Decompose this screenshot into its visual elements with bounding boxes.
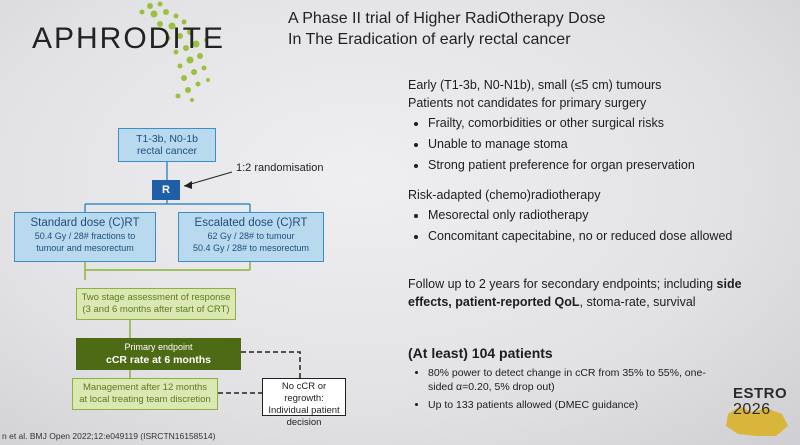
- randomisation-r-box: R: [152, 180, 180, 200]
- eligibility-item: Strong patient preference for organ pres…: [428, 156, 788, 174]
- estro-logo: ESTRO 2026: [733, 386, 787, 418]
- escalated-dose-line-2: 50.4 Gy / 28# to mesorectum: [192, 243, 310, 253]
- sample-size-list: 80% power to detect change in cCR from 3…: [408, 366, 728, 412]
- follow-up-text-a: Follow up to 2 years for secondary endpo…: [408, 277, 717, 291]
- escalated-dose-title: Escalated dose (C)RT: [194, 217, 308, 229]
- title-line-2: In The Eradication of early rectal cance…: [288, 31, 571, 48]
- aphrodite-dots-logo-graphic: [139, 1, 210, 102]
- eligibility-list: Frailty, comorbidities or other surgical…: [408, 114, 788, 174]
- slide-title: A Phase II trial of Higher RadiOtherapy …: [288, 8, 606, 50]
- eligibility-item: Unable to manage stoma: [428, 135, 788, 153]
- sample-size-item: 80% power to detect change in cCR from 3…: [428, 366, 728, 394]
- primary-endpoint-label: Primary endpoint: [124, 342, 193, 352]
- standard-dose-title: Standard dose (C)RT: [30, 217, 140, 229]
- estro-logo-graphic: [726, 406, 788, 436]
- title-line-1: A Phase II trial of Higher RadiOtherapy …: [288, 10, 606, 27]
- standard-dose-line-2: tumour and mesorectum: [36, 243, 134, 253]
- escalated-dose-box: Escalated dose (C)RT 62 Gy / 28# to tumo…: [178, 212, 324, 262]
- assessment-box: Two stage assessment of response (3 and …: [76, 288, 236, 320]
- eligibility-head-1: Early (T1-3b, N0-N1b), small (≤5 cm) tum…: [408, 78, 662, 92]
- eligibility-block: Early (T1-3b, N0-N1b), small (≤5 cm) tum…: [408, 76, 788, 174]
- population-box: T1-3b, N0-1b rectal cancer: [118, 128, 216, 162]
- primary-endpoint-value: cCR rate at 6 months: [105, 354, 212, 366]
- eligibility-head-2: Patients not candidates for primary surg…: [408, 96, 647, 110]
- standard-dose-line-1: 50.4 Gy / 28# fractions to: [34, 231, 136, 241]
- standard-dose-box: Standard dose (C)RT 50.4 Gy / 28# fracti…: [14, 212, 156, 262]
- reference-citation: n et al. BMJ Open 2022;12:e049119 (ISRCT…: [2, 431, 216, 441]
- estro-logo-line-1: ESTRO: [733, 385, 788, 402]
- follow-up-text-b: side effects, patient-reported QoL: [408, 277, 742, 309]
- sample-size-item: Up to 133 patients allowed (DMEC guidanc…: [428, 398, 728, 412]
- eligibility-item: Frailty, comorbidities or other surgical…: [428, 114, 788, 132]
- escalated-dose-line-1: 62 Gy / 28# to tumour: [207, 231, 295, 241]
- treatment-head: Risk-adapted (chemo)radiotherapy: [408, 188, 601, 202]
- management-box: Management after 12 months at local trea…: [72, 378, 218, 410]
- sample-size-head: (At least) 104 patients: [408, 345, 553, 361]
- treatment-item: Mesorectal only radiotherapy: [428, 206, 788, 224]
- follow-up-block: Follow up to 2 years for secondary endpo…: [408, 275, 788, 311]
- estro-logo-line-2: 2026: [733, 401, 771, 418]
- follow-up-text-c: , stoma-rate, survival: [579, 295, 696, 309]
- treatment-item: Concomitant capecitabine, no or reduced …: [428, 227, 788, 245]
- aphrodite-logo: APHRODITE: [32, 22, 226, 55]
- treatment-list: Mesorectal only radiotherapy Concomitant…: [408, 206, 788, 245]
- population-line-1: T1-3b, N0-1b: [136, 133, 198, 145]
- sample-size-block: (At least) 104 patients 80% power to det…: [408, 344, 728, 412]
- randomisation-label: 1:2 randomisation: [236, 162, 324, 174]
- treatment-block: Risk-adapted (chemo)radiotherapy Mesorec…: [408, 186, 788, 245]
- population-line-2: rectal cancer: [136, 145, 198, 157]
- primary-endpoint-box: Primary endpoint cCR rate at 6 months: [76, 338, 241, 370]
- no-ccr-box: No cCR or regrowth: Individual patient d…: [262, 378, 346, 428]
